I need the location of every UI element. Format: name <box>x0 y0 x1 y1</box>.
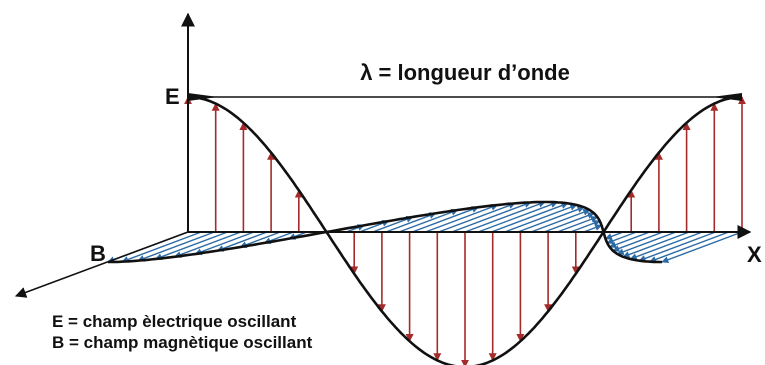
b-field-arrow <box>629 231 703 261</box>
b-field-arrow <box>372 215 414 233</box>
b-field-arrow <box>557 215 598 233</box>
b-field-arrow <box>583 224 603 233</box>
e-field-curve <box>187 95 743 365</box>
b-field-arrow <box>154 231 228 261</box>
wavelength-end-left <box>188 93 218 101</box>
b-field-arrow <box>239 231 281 249</box>
b-field-arrow <box>194 231 255 256</box>
b-field-arrow <box>517 206 585 233</box>
b-field-arrow <box>411 206 479 233</box>
b-field-arrow <box>491 202 569 233</box>
legend-magnetic: B = champ magnètique oscillant <box>52 333 313 352</box>
b-field-arrow <box>137 231 215 262</box>
b-field-arrow <box>530 208 591 233</box>
b-field-arrow <box>612 231 664 252</box>
b-field-arrow <box>504 203 578 233</box>
b-field-arrow <box>398 208 459 233</box>
b-field-arrow <box>451 201 532 233</box>
b-field-arrow <box>606 231 637 245</box>
b-field-arrow <box>438 202 516 233</box>
e-axis-label: E <box>165 84 180 109</box>
b-field-arrow <box>661 231 743 264</box>
b-axis <box>14 231 189 298</box>
b-field-arrow <box>543 212 595 233</box>
b-field-arrow <box>121 231 202 263</box>
wavelength-end-right <box>712 93 742 101</box>
b-field-arrow <box>464 200 546 233</box>
b-field-arrow <box>616 231 677 256</box>
b-field-arrow <box>385 212 437 233</box>
b-field-arrow <box>622 231 690 258</box>
b-field-arrow <box>425 203 499 233</box>
b-field-arrow <box>638 231 716 262</box>
b-field-arrow <box>216 231 268 252</box>
b-field-curve <box>108 200 662 264</box>
b-axis-label: B <box>90 241 106 266</box>
b-field-arrow <box>570 219 601 233</box>
x-axis-label: X <box>747 242 762 267</box>
b-field-arrow <box>174 231 242 258</box>
wavelength-label: λ = longueur d’onde <box>360 60 570 85</box>
b-field-arrow <box>477 201 558 233</box>
b-field-arrows <box>107 200 743 264</box>
b-field-arrow <box>609 231 650 249</box>
legend-electric: E = champ èlectrique oscillant <box>52 312 297 331</box>
